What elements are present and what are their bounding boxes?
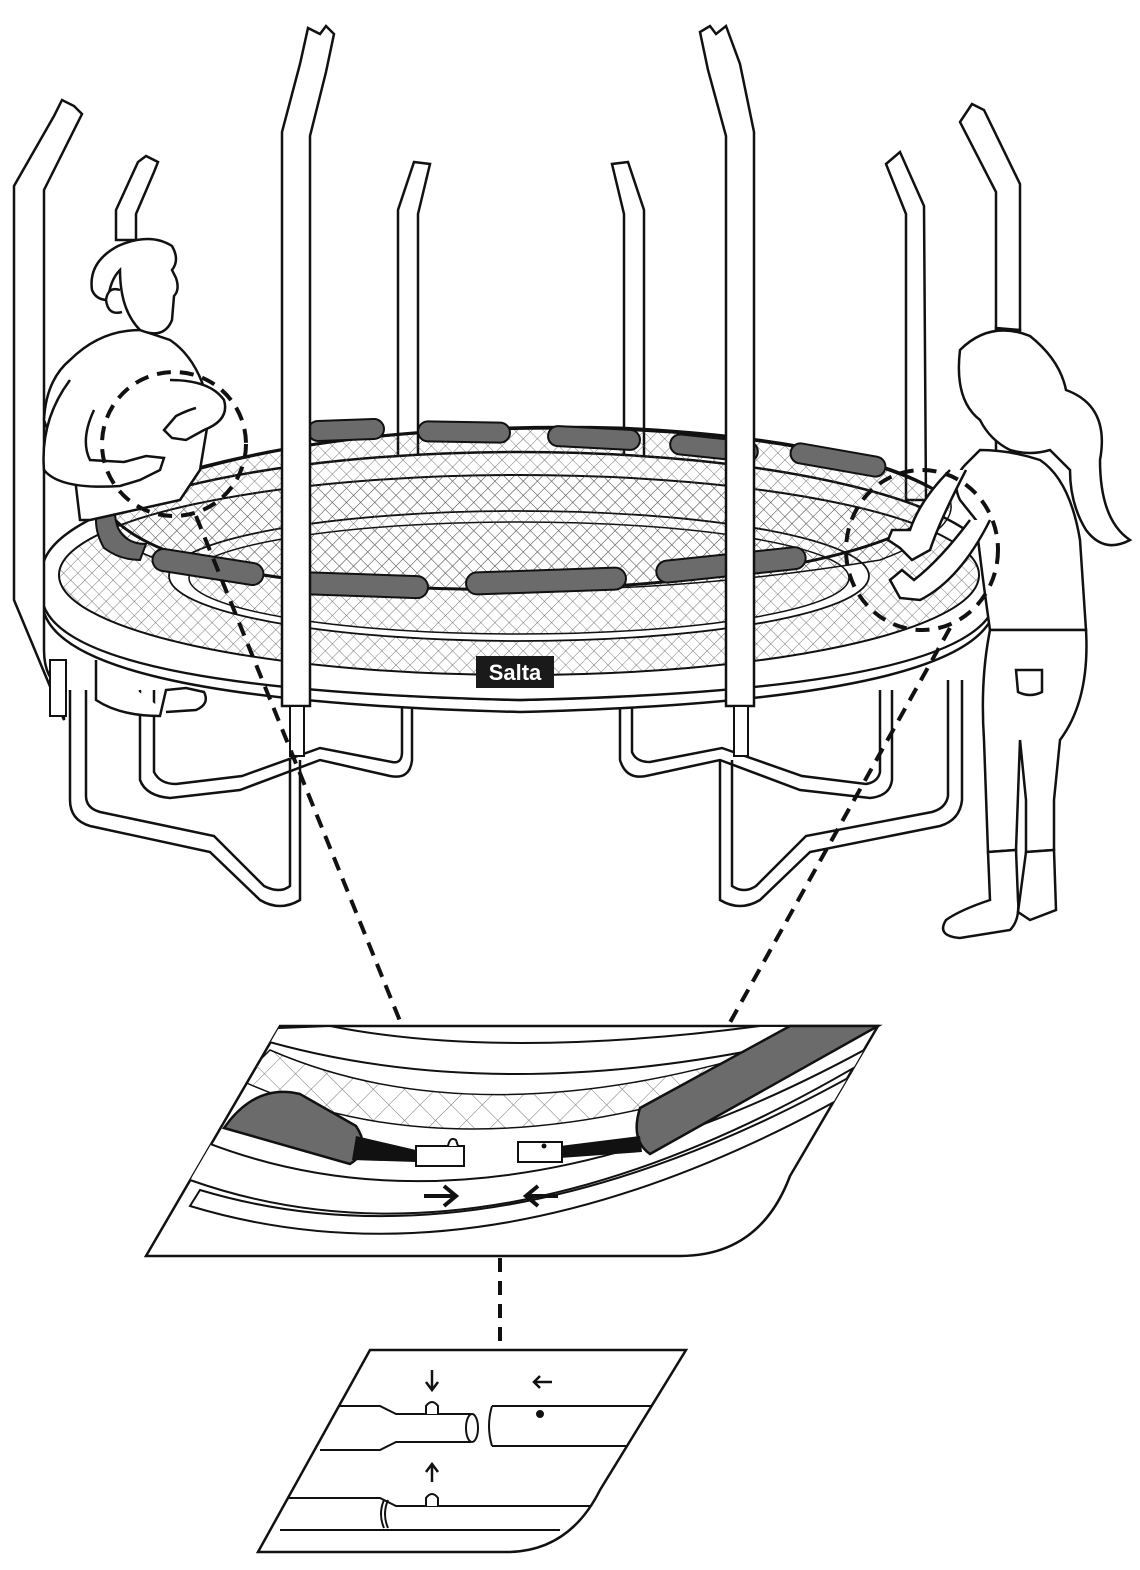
front-poles (12, 23, 1022, 721)
pole-back-5 (958, 102, 1022, 332)
detail-callouts (100, 370, 1000, 1350)
person-man (42, 237, 227, 718)
arrow-left-icon (532, 1375, 552, 1389)
back-poles (114, 102, 1022, 502)
arrow-right-icon (424, 1184, 460, 1208)
pole-back-4 (884, 149, 928, 502)
detail-panel-pole-connection (143, 1024, 883, 1258)
arrow-up-icon (425, 1461, 439, 1482)
callout-circle-left (100, 370, 248, 518)
brand-logo: Salta (476, 656, 554, 688)
foam-pads (95, 418, 887, 600)
arrow-down-icon (425, 1370, 439, 1393)
detail-panel-pin-lock (255, 1348, 689, 1554)
callout-circle-right (844, 468, 1000, 632)
pole-back-1 (114, 154, 160, 242)
trampoline-legs (68, 680, 964, 908)
pole-front-left (280, 24, 336, 708)
pole-front-right (698, 23, 756, 708)
brand-logo-text: Salta (489, 660, 542, 685)
arrow-left-icon (522, 1184, 558, 1208)
